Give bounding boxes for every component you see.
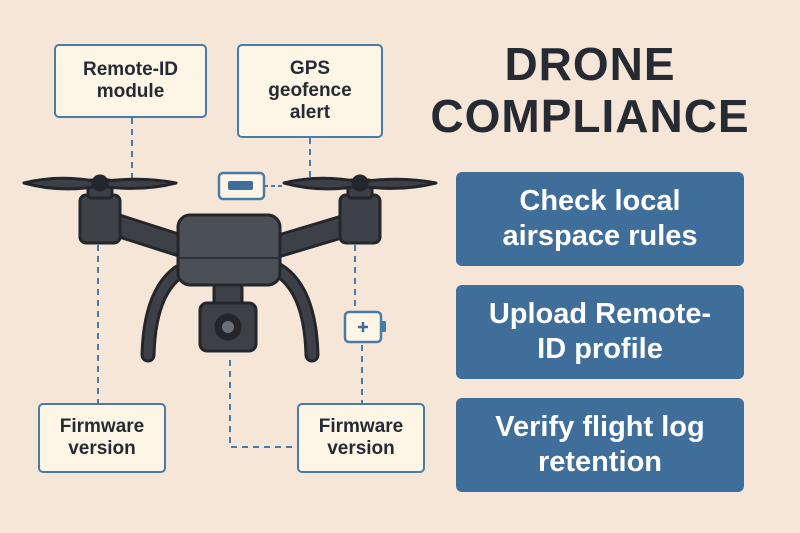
firmware-version-callout-right: Firmware version xyxy=(297,403,425,473)
camera-icon xyxy=(198,301,258,353)
page-title: DRONE COMPLIANCE xyxy=(430,38,750,142)
step-upload-remote-id: Upload Remote- ID profile xyxy=(456,285,744,379)
motor-left xyxy=(78,193,122,245)
motor-right xyxy=(338,193,382,245)
gps-geofence-alert-callout: GPS geofence alert xyxy=(237,44,383,138)
drone-icon xyxy=(22,174,438,363)
chip-icon xyxy=(217,171,284,201)
connector-firmware-right xyxy=(229,360,297,448)
drone-body xyxy=(176,213,282,287)
battery-icon xyxy=(343,310,386,344)
firmware-version-callout-left: Firmware version xyxy=(38,403,166,473)
connector-lines xyxy=(97,118,363,448)
step-verify-flight-log: Verify flight log retention xyxy=(456,398,744,492)
remote-id-module-callout: Remote-ID module xyxy=(54,44,207,118)
step-check-airspace: Check local airspace rules xyxy=(456,172,744,266)
